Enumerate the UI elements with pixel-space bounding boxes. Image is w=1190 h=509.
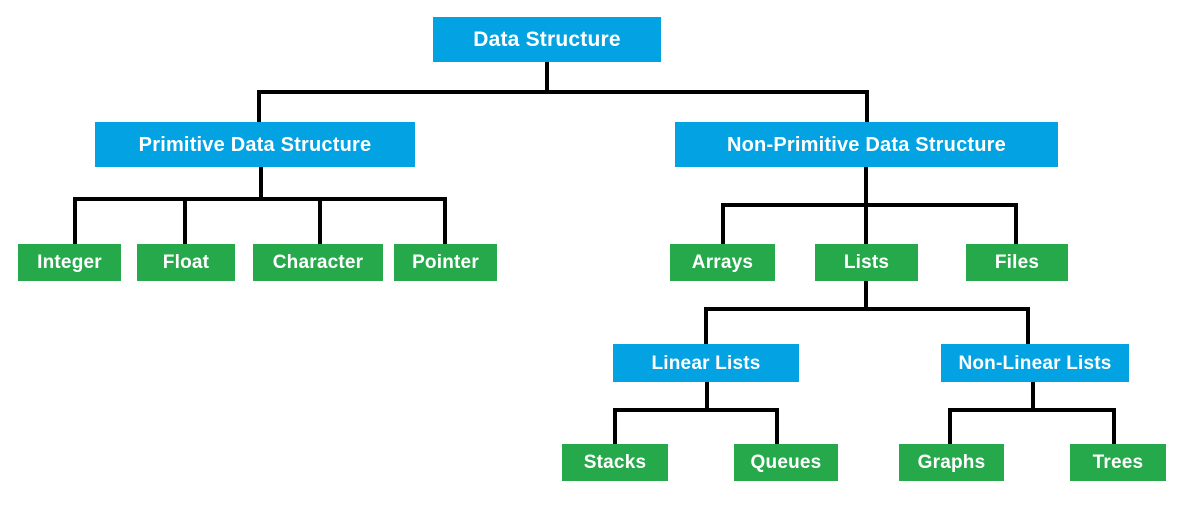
- edge-non-linear-stem: [1031, 382, 1035, 412]
- edge-linear-to-stacks: [613, 408, 617, 446]
- edge-primitive-stem: [259, 167, 263, 201]
- edge-non-primitive-to-lists: [864, 203, 868, 246]
- edge-non-linear-to-trees: [1112, 408, 1116, 446]
- edge-root-to-primitive: [257, 90, 261, 124]
- node-character[interactable]: Character: [253, 244, 383, 281]
- edge-primitive-bus: [73, 197, 447, 201]
- edge-non-primitive-to-files: [1014, 203, 1018, 246]
- node-data-structure[interactable]: Data Structure: [433, 17, 661, 62]
- edge-lists-to-linear: [704, 307, 708, 346]
- edge-linear-bus: [613, 408, 779, 412]
- node-lists[interactable]: Lists: [815, 244, 918, 281]
- node-files[interactable]: Files: [966, 244, 1068, 281]
- edge-primitive-to-integer: [73, 197, 77, 246]
- edge-linear-to-queues: [775, 408, 779, 446]
- edge-non-linear-to-graphs: [948, 408, 952, 446]
- edge-lists-to-non-linear: [1026, 307, 1030, 346]
- edge-non-linear-bus: [948, 408, 1116, 412]
- node-arrays[interactable]: Arrays: [670, 244, 775, 281]
- node-primitive-data-structure[interactable]: Primitive Data Structure: [95, 122, 415, 167]
- edge-primitive-to-float: [183, 197, 187, 246]
- edge-non-primitive-to-arrays: [721, 203, 725, 246]
- edge-non-primitive-stem: [864, 167, 868, 207]
- edge-primitive-to-pointer: [443, 197, 447, 246]
- edge-non-primitive-bus: [721, 203, 1018, 207]
- edge-linear-stem: [705, 382, 709, 412]
- node-float[interactable]: Float: [137, 244, 235, 281]
- node-linear-lists[interactable]: Linear Lists: [613, 344, 799, 382]
- node-integer[interactable]: Integer: [18, 244, 121, 281]
- node-graphs[interactable]: Graphs: [899, 444, 1004, 481]
- edge-lists-stem: [864, 281, 868, 311]
- node-queues[interactable]: Queues: [734, 444, 838, 481]
- edge-root-stem: [545, 62, 549, 94]
- edge-lists-bus: [704, 307, 1030, 311]
- node-non-primitive-data-structure[interactable]: Non-Primitive Data Structure: [675, 122, 1058, 167]
- node-stacks[interactable]: Stacks: [562, 444, 668, 481]
- node-trees[interactable]: Trees: [1070, 444, 1166, 481]
- node-pointer[interactable]: Pointer: [394, 244, 497, 281]
- edge-root-to-non-primitive: [865, 90, 869, 124]
- edge-primitive-to-character: [318, 197, 322, 246]
- edge-root-bus: [257, 90, 869, 94]
- node-non-linear-lists[interactable]: Non-Linear Lists: [941, 344, 1129, 382]
